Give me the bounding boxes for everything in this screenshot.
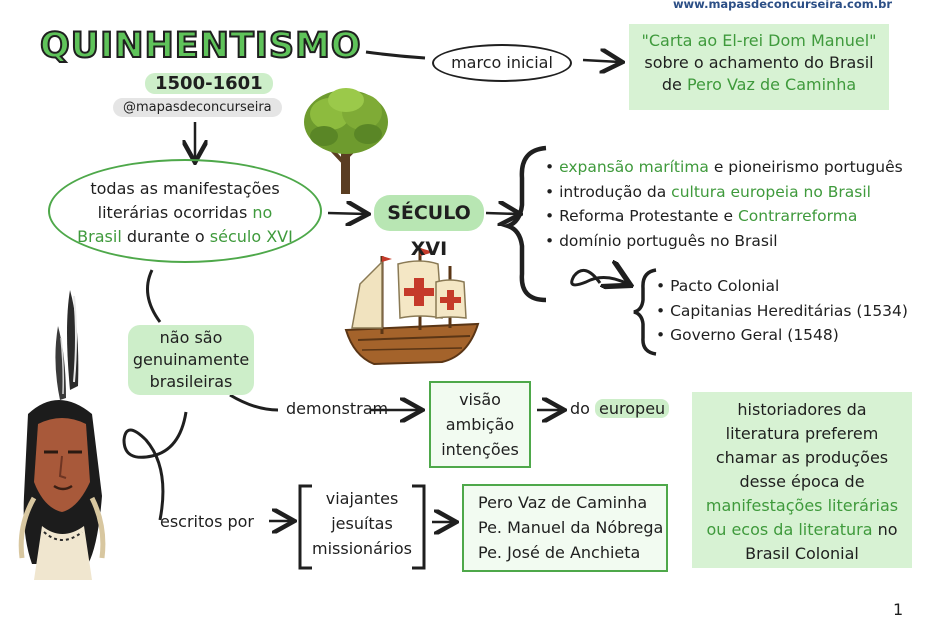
tree-illustration <box>304 88 388 194</box>
visao-line: intenções <box>441 440 519 459</box>
autor-tipo: jesuítas <box>331 514 393 533</box>
historiadores-line: chamar as produções <box>715 448 889 467</box>
page-number: 1 <box>893 600 904 619</box>
author-name: Pero Vaz de Caminha <box>478 493 648 512</box>
line-title-marco <box>365 50 426 60</box>
big-brace <box>500 145 547 303</box>
carta-line3-prefix: de <box>661 75 682 94</box>
line-naosao-escritos <box>122 411 188 521</box>
definition-line3-b: durante o <box>126 227 205 246</box>
author-handle: @mapasdeconcurseira <box>113 98 282 117</box>
carta-line3: de Pero Vaz de Caminha <box>629 74 889 96</box>
author-name: Pe. Manuel da Nóbrega <box>478 518 664 537</box>
seculo-item: • introdução da cultura europeia no Bras… <box>545 182 871 201</box>
page-title: QUINHENTISMO <box>39 25 362 67</box>
dominio-item: • Governo Geral (1548) <box>656 326 839 344</box>
do-europeu-prefix: do <box>570 399 590 418</box>
definition-line1: todas as manifestações <box>90 179 280 198</box>
historiadores-green1: manifestações literárias <box>705 496 899 515</box>
arrow-oval-seculo <box>327 213 366 214</box>
visao-line: ambição <box>445 415 515 434</box>
line-naosao-demonstram <box>229 393 279 412</box>
definition-line2: literárias ocorridas no <box>50 201 320 225</box>
demonstram-label: demonstram <box>286 399 389 418</box>
date-range: 1500-1601 <box>145 73 273 94</box>
arrow-seculo-brace <box>485 213 518 214</box>
historiadores-line: ou ecos da literatura no <box>706 520 898 539</box>
seculo-item: • domínio português no Brasil <box>545 231 778 250</box>
site-url[interactable]: www.mapasdeconcurseira.com.br <box>672 0 892 11</box>
arrow-marco-carta <box>582 60 620 62</box>
carta-author: Pero Vaz de Caminha <box>686 75 857 94</box>
authors-box: Pero Vaz de Caminha Pe. Manuel da Nóbreg… <box>462 484 668 572</box>
nao-sao-brasileiras-label: não são genuinamente brasileiras <box>128 325 254 395</box>
author-name: Pe. José de Anchieta <box>478 543 641 562</box>
definition-line2-a: literárias ocorridas <box>97 203 248 222</box>
dominio-item: • Pacto Colonial <box>656 277 780 295</box>
seculo-items-list: • expansão marítima e pioneirismo portug… <box>545 155 903 253</box>
left-square-bracket <box>298 484 312 570</box>
visao-box: visão ambição intenções <box>429 381 531 468</box>
europeu-word: europeu <box>595 399 670 418</box>
definition-line3-c: século XVI <box>209 227 293 246</box>
caravel-ship-illustration <box>344 248 480 366</box>
definition-line3-a: Brasil <box>77 227 122 246</box>
visao-line: visão <box>459 390 501 409</box>
historiadores-line: desse época de <box>739 472 865 491</box>
small-brace <box>633 268 657 356</box>
escritos-por-label: escritos por <box>160 512 255 531</box>
loop-arrow <box>570 270 628 285</box>
historiadores-box: historiadores da literatura preferem cha… <box>692 392 912 568</box>
dominio-items-list: • Pacto Colonial • Capitanias Hereditári… <box>656 274 908 348</box>
definition-line2-b: no <box>252 203 273 222</box>
definition-oval: todas as manifestações literárias ocorri… <box>48 159 322 263</box>
autores-tipo-list: viajantes jesuítas missionários <box>306 486 418 561</box>
carta-line2: sobre o achamento do Brasil <box>644 53 874 72</box>
line-oval-naosao <box>146 269 162 323</box>
nao-sao-line: brasileiras <box>149 372 233 391</box>
historiadores-last: Brasil Colonial <box>745 544 859 563</box>
definition-line3: Brasil durante o século XVI <box>50 225 320 249</box>
historiadores-line: historiadores da <box>737 400 867 419</box>
seculo-item: • Reforma Protestante e Contrarreforma <box>545 207 858 225</box>
historiadores-line: literatura preferem <box>725 424 879 443</box>
autor-tipo: viajantes <box>325 489 399 508</box>
native-chief-portrait <box>18 290 106 580</box>
seculo-item: • expansão marítima e pioneirismo portug… <box>545 158 903 176</box>
nao-sao-line: genuinamente <box>132 350 250 369</box>
carta-title: "Carta ao El-rei Dom Manuel" <box>641 31 877 50</box>
right-square-bracket <box>412 484 426 570</box>
marco-inicial-label: marco inicial <box>432 44 572 82</box>
autor-tipo: missionários <box>311 539 413 558</box>
nao-sao-line: não são <box>159 328 223 347</box>
seculo-xvi-badge: SÉCULO XVI <box>374 195 484 260</box>
do-europeu-label: do europeu <box>570 399 670 418</box>
dominio-item: • Capitanias Hereditárias (1534) <box>656 301 908 320</box>
carta-box: "Carta ao El-rei Dom Manuel" sobre o ach… <box>629 24 889 110</box>
